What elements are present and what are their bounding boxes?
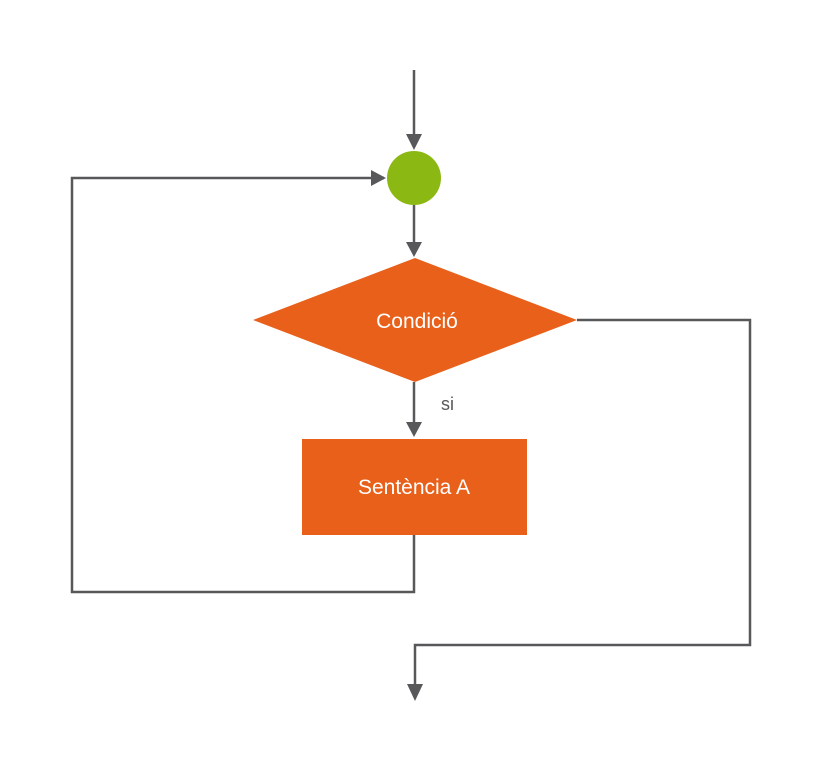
- condition-to-statement-arrowhead-icon: [406, 422, 422, 437]
- exit-arrowhead-icon: [407, 684, 423, 701]
- statement-rect: [302, 439, 527, 535]
- condition-label: Condició: [376, 310, 458, 333]
- condition-diamond: [253, 258, 577, 382]
- statement-label: Sentència A: [358, 476, 470, 499]
- loop-entry-circle: [387, 151, 441, 205]
- circle-to-condition-arrowhead-icon: [406, 242, 422, 257]
- loop-back-line: [70, 176, 416, 594]
- exit-path-line: [413, 318, 752, 684]
- condition-true-edge-label: si: [441, 394, 454, 414]
- entry-arrowhead-icon: [406, 134, 422, 150]
- loop-back-arrowhead-icon: [371, 170, 386, 186]
